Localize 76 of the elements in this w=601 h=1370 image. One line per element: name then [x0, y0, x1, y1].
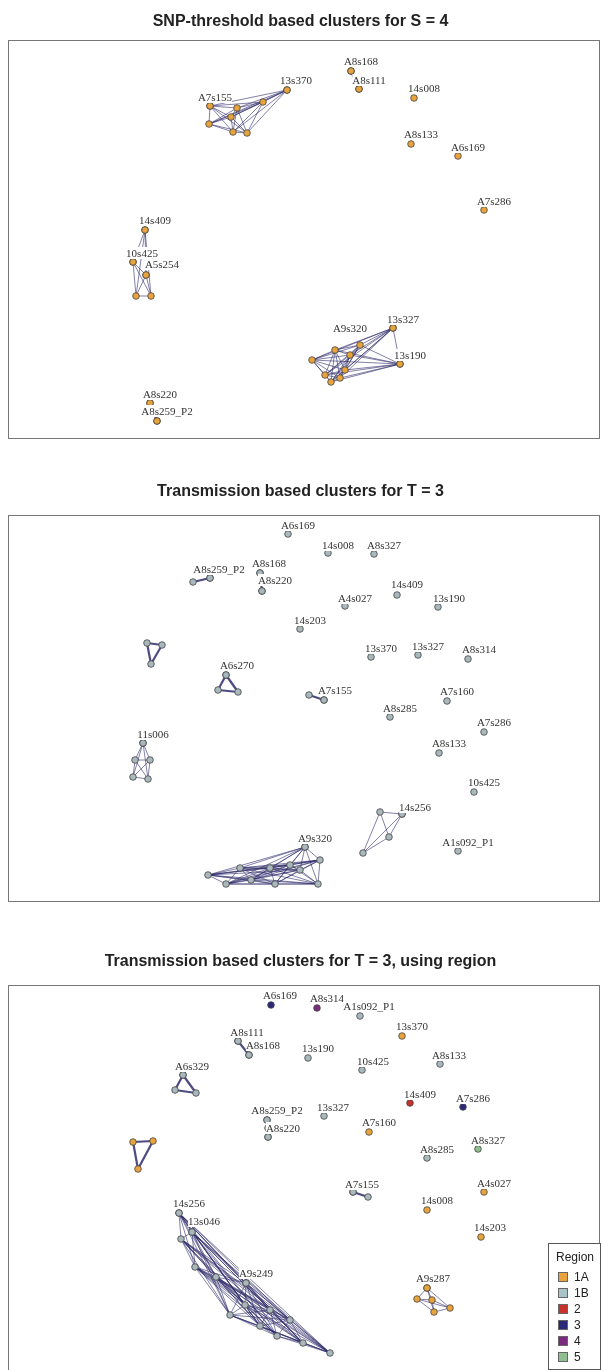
point-label: 13s190	[394, 349, 426, 361]
point-label: 13s190	[433, 592, 465, 604]
point-label: A8s327	[366, 539, 402, 551]
legend-label: 2	[574, 1303, 581, 1315]
point-label: A9s320	[332, 322, 368, 334]
point-label: 10s425	[468, 776, 500, 788]
point-label: A8s285	[419, 1143, 455, 1155]
legend-label: 1A	[574, 1271, 589, 1283]
point-label: A7s286	[476, 195, 512, 207]
point-label: A7s160	[439, 685, 475, 697]
point-label: A8s327	[470, 1134, 506, 1146]
point-label: A6s169	[262, 989, 298, 1001]
point-label: A9s320	[297, 832, 333, 844]
legend-title: Region	[556, 1250, 595, 1264]
panel-title: SNP-threshold based clusters for S = 4	[151, 12, 450, 30]
point-label: 10s425	[126, 247, 158, 259]
legend-label: 5	[574, 1351, 581, 1363]
point-label: 14s409	[404, 1088, 436, 1100]
legend-label: 4	[574, 1335, 581, 1347]
point-label: 13s046	[188, 1215, 220, 1227]
point-label: 14s409	[139, 214, 171, 226]
point-label: 14s203	[294, 614, 326, 626]
point-label: A7s155	[197, 91, 233, 103]
legend-label: 1B	[574, 1287, 589, 1299]
point-label: A7s155	[344, 1178, 380, 1190]
point-label: 13s370	[396, 1020, 428, 1032]
point-label: A8s168	[343, 55, 379, 67]
point-label: 14s256	[399, 801, 431, 813]
point-label: 11s006	[137, 728, 169, 740]
point-label: A7s160	[361, 1116, 397, 1128]
point-label: A8s259_P2	[141, 405, 193, 417]
legend-label: 3	[574, 1319, 581, 1331]
point-label: A6s270	[219, 659, 255, 671]
point-label: A8s168	[245, 1039, 281, 1051]
point-label: A6s169	[280, 519, 316, 531]
point-label: A9s287	[415, 1272, 451, 1284]
point-label: A6s169	[450, 141, 486, 153]
point-label: A8s220	[265, 1122, 301, 1134]
point-label: A7s286	[455, 1092, 491, 1104]
point-label: A8s285	[382, 702, 418, 714]
point-label: 13s327	[387, 313, 419, 325]
point-label: A8s111	[230, 1026, 264, 1038]
point-label: 13s327	[412, 640, 444, 652]
panel-title: Transmission based clusters for T = 3	[156, 482, 445, 500]
point-label: A1s092_P1	[442, 836, 494, 848]
point-label: A8s111	[352, 74, 386, 86]
point-label: 14s409	[391, 578, 423, 590]
point-label: 14s256	[173, 1197, 205, 1209]
point-label: A8s220	[142, 388, 178, 400]
point-label: A8s220	[257, 574, 293, 586]
point-label: 13s327	[317, 1101, 349, 1113]
point-label: A4s027	[337, 592, 373, 604]
point-label: A8s168	[251, 557, 287, 569]
point-label: A8s314	[309, 992, 345, 1004]
point-label: 14s008	[408, 82, 440, 94]
point-label: A6s329	[174, 1060, 210, 1072]
panel-title: Transmission based clusters for T = 3, using region	[103, 952, 498, 970]
point-label: A8s133	[431, 1049, 467, 1061]
point-label: 13s190	[302, 1042, 334, 1054]
point-label: A4s027	[476, 1177, 512, 1189]
point-label: A7s155	[317, 684, 353, 696]
point-label: 14s008	[322, 539, 354, 551]
point-label: A8s133	[403, 128, 439, 140]
point-label: A7s286	[476, 716, 512, 728]
point-label: A8s259_P2	[193, 563, 245, 575]
point-label: 13s370	[280, 74, 312, 86]
point-label: A5s254	[144, 258, 180, 270]
point-label: 14s203	[474, 1221, 506, 1233]
point-label: 10s425	[357, 1055, 389, 1067]
point-label: 14s008	[421, 1194, 453, 1206]
point-label: A8s314	[461, 643, 497, 655]
point-label: A8s133	[431, 737, 467, 749]
point-label: A8s259_P2	[251, 1104, 303, 1116]
point-label: 13s370	[365, 642, 397, 654]
point-label: A1s092_P1	[343, 1000, 395, 1012]
point-label: A9s249	[238, 1267, 274, 1279]
